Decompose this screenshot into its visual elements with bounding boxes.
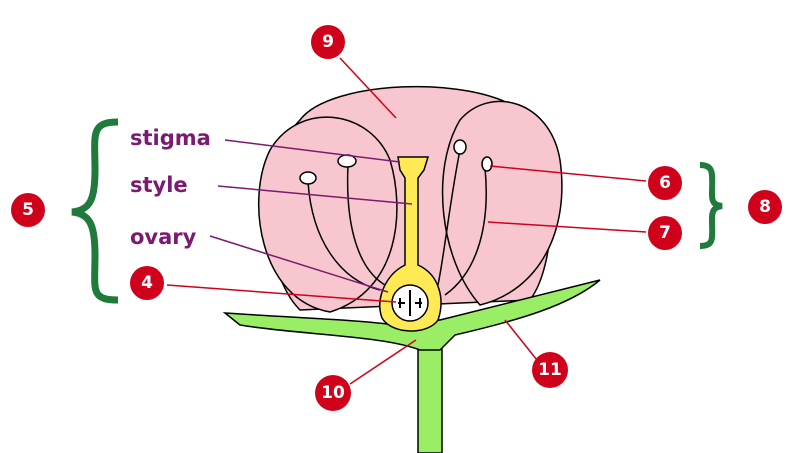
pistil-body xyxy=(379,156,442,332)
label-stigma: stigma xyxy=(130,126,211,150)
marker-circle xyxy=(648,216,682,250)
stamen-filament xyxy=(346,164,386,286)
stamen-anther xyxy=(481,156,493,172)
pointer-11 xyxy=(504,319,538,361)
label-style: style xyxy=(130,173,188,197)
pointer-stigma xyxy=(224,139,401,163)
marker-8: 8 xyxy=(748,190,782,224)
marker-circle xyxy=(648,166,682,200)
stamens xyxy=(299,139,493,296)
pointer-ovary xyxy=(209,235,389,293)
pointer-lines xyxy=(166,57,647,385)
pointer-4 xyxy=(166,284,397,303)
pointer-7 xyxy=(487,221,647,233)
marker-circle xyxy=(130,266,164,300)
left-brace xyxy=(71,118,119,304)
marker-5: 5 xyxy=(11,193,45,227)
right-brace xyxy=(699,162,723,249)
ovules xyxy=(398,290,422,316)
marker-circle xyxy=(11,193,45,227)
marker-11: 11 xyxy=(532,352,568,388)
sepals xyxy=(222,279,601,351)
petal-left xyxy=(257,116,398,313)
marker-10: 10 xyxy=(315,375,351,411)
marker-number: 5 xyxy=(22,200,34,220)
marker-circle xyxy=(532,352,568,388)
stamen-anther xyxy=(299,171,317,185)
marker-7: 7 xyxy=(648,216,682,250)
marker-number: 7 xyxy=(659,223,671,243)
marker-9: 9 xyxy=(311,25,345,59)
pointer-10 xyxy=(349,339,417,385)
stamen-filament xyxy=(437,149,461,286)
marker-number: 10 xyxy=(321,383,345,403)
marker-number: 8 xyxy=(759,197,771,217)
pointer-9 xyxy=(339,57,397,119)
marker-6: 6 xyxy=(648,166,682,200)
marker-number: 9 xyxy=(322,32,334,52)
petal-right xyxy=(441,100,563,306)
marker-number: 11 xyxy=(538,360,562,380)
stamen-filament xyxy=(444,167,487,296)
pistil xyxy=(379,156,442,332)
marker-4: 4 xyxy=(130,266,164,300)
pointer-6 xyxy=(489,165,647,182)
marker-number: 4 xyxy=(141,273,153,293)
label-ovary: ovary xyxy=(130,225,197,249)
stamen-anther xyxy=(453,139,467,155)
marker-number: 6 xyxy=(659,173,671,193)
marker-circle xyxy=(311,25,345,59)
pointer-style xyxy=(217,185,413,205)
marker-circle xyxy=(315,375,351,411)
marker-circle xyxy=(748,190,782,224)
